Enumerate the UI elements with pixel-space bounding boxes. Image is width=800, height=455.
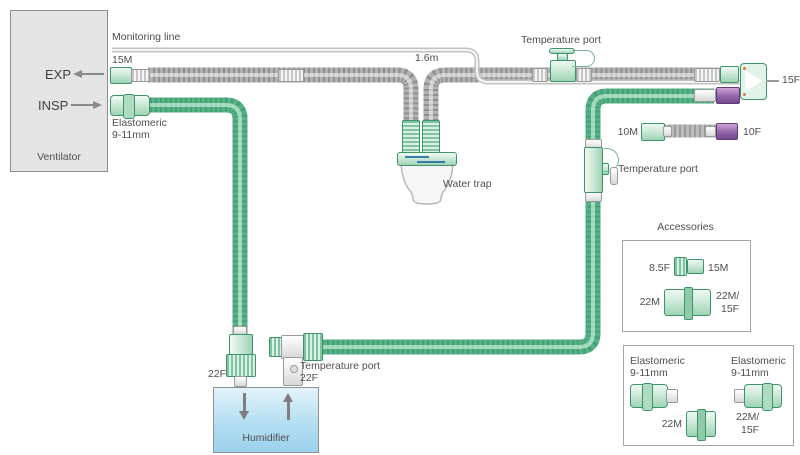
kit-connector-right bbox=[744, 383, 782, 411]
kit-left-label2: 9-11mm bbox=[630, 367, 668, 379]
humidifier-out-arrow-icon bbox=[283, 393, 293, 420]
exp-end-collar bbox=[694, 68, 720, 82]
insp-label: INSP bbox=[38, 98, 69, 113]
adapter-small-left-label: 8.5F bbox=[648, 262, 670, 274]
humidifier-chamber: Humidifier bbox=[213, 387, 319, 453]
water-trap-inlet-connector bbox=[402, 120, 420, 154]
insp-elastomeric-connector bbox=[110, 94, 150, 119]
temp-port-exp-collar-right bbox=[576, 68, 592, 82]
temp-port-exp-stem bbox=[557, 53, 568, 61]
exp-end-connector bbox=[720, 66, 739, 83]
kit-right-label2: 9-11mm bbox=[731, 367, 769, 379]
kit-adapter-right-label2: 15F bbox=[741, 424, 760, 436]
monitor-tube-female-connector bbox=[716, 123, 738, 140]
water-trap-label: Water trap bbox=[443, 178, 492, 190]
wye-piece-inner bbox=[745, 70, 762, 92]
adapter-large-ring bbox=[684, 287, 693, 320]
temp-port-insp-collar-bottom bbox=[585, 192, 602, 202]
insp-flow-arrow-icon bbox=[71, 101, 102, 109]
water-trap-lid-stripe1 bbox=[405, 156, 429, 158]
inspiratory-tube-heated bbox=[322, 88, 714, 355]
water-trap-lid-stripe2 bbox=[417, 161, 445, 163]
kit-adapter-ring bbox=[697, 409, 706, 441]
temp-port-exp-collar-left bbox=[532, 68, 548, 82]
insp-end-collar bbox=[694, 89, 716, 102]
water-trap-lid bbox=[397, 152, 457, 166]
humidifier-in-arrow-icon bbox=[239, 393, 249, 420]
temp-port-insp-label: Temperature port bbox=[618, 163, 698, 175]
elbow-nut bbox=[303, 333, 323, 361]
inspiratory-tube-dry bbox=[150, 97, 248, 334]
exp-tube-collar bbox=[131, 69, 150, 82]
monitoring-line-label: Monitoring line bbox=[112, 31, 181, 43]
elastomeric-label-line1: Elastomeric bbox=[112, 117, 167, 129]
kit-right-label1: Elastomeric bbox=[731, 355, 786, 367]
kit-adapter-right-label1: 22M/ bbox=[736, 411, 760, 423]
elbow-port-dot bbox=[290, 365, 298, 373]
wye-stem bbox=[766, 80, 779, 82]
accessories-title: Accessories bbox=[657, 221, 714, 233]
temp-port-insp-body bbox=[584, 147, 603, 193]
humidifier-inlet-skirt bbox=[226, 354, 256, 377]
humidifier-label: Humidifier bbox=[242, 432, 290, 444]
wye-dot-top bbox=[743, 67, 746, 70]
kit-left-label1: Elastomeric bbox=[630, 355, 685, 367]
wye-label: 15F bbox=[782, 74, 800, 86]
adapter-large-left-label: 22M bbox=[639, 296, 660, 308]
temp-port-elbow-label: Temperature port bbox=[300, 360, 380, 372]
exp-flow-arrow-icon bbox=[73, 70, 104, 78]
ventilator-box: EXP INSP Ventilator bbox=[10, 10, 108, 172]
adapter-large-right-label1: 22M/ bbox=[716, 290, 740, 302]
monitor-tube-male-connector bbox=[641, 123, 665, 141]
kit-adapter-left-label: 22M bbox=[661, 418, 682, 430]
humidifier-inlet-body bbox=[229, 334, 253, 355]
exp-label: EXP bbox=[45, 67, 72, 82]
monitor-tube-collar-right bbox=[705, 126, 716, 137]
insp-end-purple-connector bbox=[716, 87, 740, 104]
exp-tube-coupler bbox=[278, 69, 304, 82]
humidifier-outlet-label: 22F bbox=[300, 372, 319, 384]
kit-connector-left bbox=[630, 383, 668, 411]
adapter-small-ribbed bbox=[674, 257, 687, 276]
ventilator-label: Ventilator bbox=[37, 151, 81, 163]
temp-port-exp-label: Temperature port bbox=[521, 34, 601, 46]
tube-length-label: 1.6m bbox=[415, 52, 439, 64]
humidifier-inlet-label: 22F bbox=[207, 368, 226, 380]
wye-dot-bottom bbox=[743, 93, 746, 96]
exp-port-connector bbox=[110, 67, 132, 84]
expiratory-tube bbox=[148, 67, 720, 126]
elbow-body-horizontal bbox=[281, 335, 304, 359]
water-trap-flask bbox=[400, 163, 454, 205]
monitor-tube-collar-left bbox=[663, 126, 672, 137]
monitor-tube-female-label: 10F bbox=[743, 126, 762, 138]
exp-connector-label: 15M bbox=[112, 54, 133, 66]
temp-port-insp-cap bbox=[610, 167, 618, 185]
adapter-small-body bbox=[687, 259, 704, 274]
monitor-tube-male-label: 10M bbox=[617, 126, 638, 138]
temp-port-exp-tether bbox=[572, 50, 595, 67]
adapter-small-right-label: 15M bbox=[708, 262, 729, 274]
kit-collar-left bbox=[666, 389, 678, 403]
adapter-large-right-label2: 15F bbox=[721, 303, 740, 315]
water-trap-outlet-connector bbox=[422, 120, 440, 154]
elastomeric-label-line2: 9-11mm bbox=[112, 129, 150, 141]
humidifier-inlet-stub bbox=[234, 376, 247, 387]
monitoring-line-tube bbox=[112, 47, 744, 85]
